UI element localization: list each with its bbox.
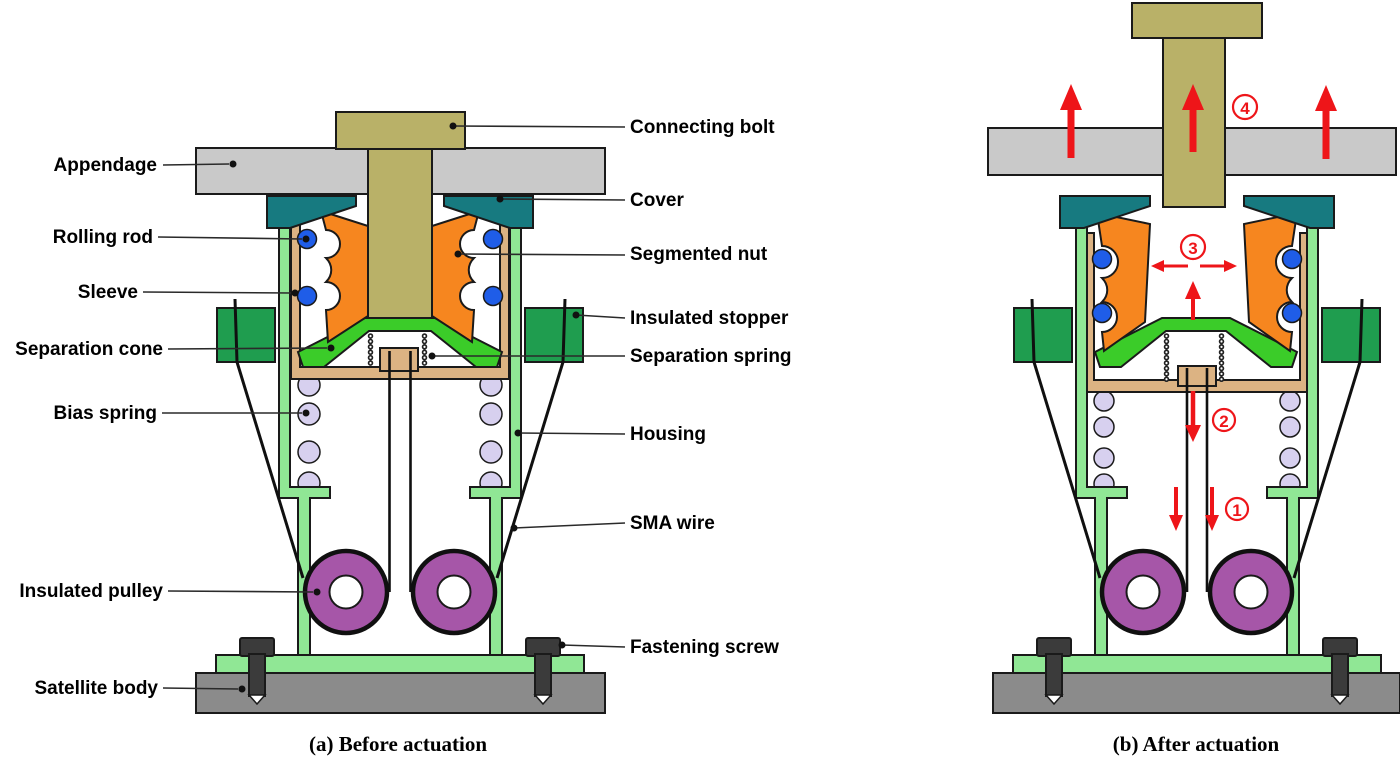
leader-segmented-nut: Segmented nut xyxy=(454,244,768,265)
leader-cover: Cover xyxy=(496,190,684,211)
cover-right xyxy=(443,195,534,229)
leader-separation-spring: Separation spring xyxy=(428,346,792,367)
leader-fastening-screw: Fastening screw xyxy=(558,637,779,658)
segmented-nut-right xyxy=(431,209,481,344)
leader-connecting-bolt: Connecting bolt xyxy=(449,117,775,138)
bias-spring-left-after xyxy=(1093,390,1115,495)
cover-right-after xyxy=(1243,195,1335,229)
leader-appendage: Appendage xyxy=(54,155,237,176)
fastening-screw-left xyxy=(239,637,275,706)
segmented-nut-left-after xyxy=(1095,211,1152,353)
sleeve-cup-after xyxy=(1084,232,1310,393)
caption-before: (a) Before actuation xyxy=(309,732,487,756)
fastening-screw-right-after xyxy=(1322,637,1358,706)
rolling-rods xyxy=(296,228,504,307)
leader-separation-cone: Separation cone xyxy=(15,339,335,360)
segmented-nut-right-after xyxy=(1242,211,1299,353)
separation-spring-pair xyxy=(367,333,428,368)
panel-before xyxy=(195,111,606,714)
step-4-number: 4 xyxy=(1240,99,1250,118)
step-4-badge: 4 xyxy=(1231,93,1259,121)
base-plate-after xyxy=(1012,654,1382,674)
label-fastening-screw: Fastening screw xyxy=(630,637,779,658)
label-insulated-pulley: Insulated pulley xyxy=(19,581,163,602)
insulated-pulley-left-after xyxy=(1099,548,1187,636)
separation-spring-pair-after xyxy=(1163,333,1225,384)
insulated-pulley-left xyxy=(302,548,390,636)
step-3-badge: 3 xyxy=(1179,233,1207,261)
bias-spring-left xyxy=(297,373,321,495)
base-plate xyxy=(215,654,585,674)
label-sleeve: Sleeve xyxy=(78,282,138,303)
leader-bias-spring: Bias spring xyxy=(54,403,310,424)
label-separation-spring: Separation spring xyxy=(630,346,792,367)
sma-wire-after xyxy=(1030,298,1364,592)
bias-spring-right xyxy=(479,373,503,495)
leader-rolling-rod: Rolling rod xyxy=(53,227,310,248)
sma-wire-before xyxy=(233,298,567,592)
insulated-stopper-right-after xyxy=(1321,307,1381,363)
release-arrows-up xyxy=(1060,84,1337,159)
step-2-number: 2 xyxy=(1219,412,1228,431)
leader-housing: Housing xyxy=(514,424,706,445)
label-housing: Housing xyxy=(630,424,706,445)
insulated-stopper-left-after xyxy=(1013,307,1073,363)
label-satellite-body: Satellite body xyxy=(34,678,158,699)
leader-satellite-body: Satellite body xyxy=(34,678,246,699)
label-bias-spring: Bias spring xyxy=(54,403,157,424)
label-separation-cone: Separation cone xyxy=(15,339,163,360)
fastening-screw-left-after xyxy=(1036,637,1072,706)
label-rolling-rod: Rolling rod xyxy=(53,227,153,248)
step-3-number: 3 xyxy=(1188,239,1197,258)
label-appendage: Appendage xyxy=(54,155,157,176)
housing-right-after xyxy=(1266,209,1319,656)
nut-seat-block xyxy=(379,347,419,372)
label-cover: Cover xyxy=(630,190,684,211)
bias-spring-right-after xyxy=(1279,390,1301,495)
leader-sleeve: Sleeve xyxy=(78,282,299,303)
label-sma-wire: SMA wire xyxy=(630,513,715,534)
step-2-badge: 2 xyxy=(1211,407,1237,433)
nut-seat-block-after xyxy=(1177,365,1217,387)
step-1-badge: 1 xyxy=(1224,496,1250,522)
nut-spread-arrows xyxy=(1151,260,1237,272)
panel-after: 4 3 2 1 xyxy=(987,2,1400,714)
step-1-number: 1 xyxy=(1232,501,1241,520)
housing-left xyxy=(278,209,331,656)
leader-sma-wire: SMA wire xyxy=(510,513,715,534)
segmented-nut-left xyxy=(319,209,369,344)
separation-cone xyxy=(296,317,504,368)
label-segmented-nut: Segmented nut xyxy=(630,244,768,265)
cover-left-after xyxy=(1059,195,1151,229)
label-insulated-stopper: Insulated stopper xyxy=(630,308,789,329)
insulated-pulley-right-after xyxy=(1207,548,1295,636)
rolling-rods-after xyxy=(1091,248,1303,324)
cover-left xyxy=(266,195,357,229)
wire-contraction-arrows xyxy=(1169,487,1219,531)
cone-pull-down-arrow xyxy=(1185,391,1201,442)
leader-insulated-pulley: Insulated pulley xyxy=(19,581,321,602)
insulated-stopper-left xyxy=(216,307,276,363)
label-connecting-bolt: Connecting bolt xyxy=(630,117,775,138)
insulated-pulley-right xyxy=(410,548,498,636)
labels-left-column: Appendage Rolling rod Sleeve Separation … xyxy=(15,155,335,699)
caption-after: (b) After actuation xyxy=(1113,732,1280,756)
labels-right-column: Connecting bolt Cover Segmented nut Insu… xyxy=(428,117,792,658)
connecting-bolt xyxy=(335,111,466,319)
housing-left-after xyxy=(1075,209,1128,656)
cone-up-arrow xyxy=(1185,281,1201,320)
leader-insulated-stopper: Insulated stopper xyxy=(572,308,789,329)
